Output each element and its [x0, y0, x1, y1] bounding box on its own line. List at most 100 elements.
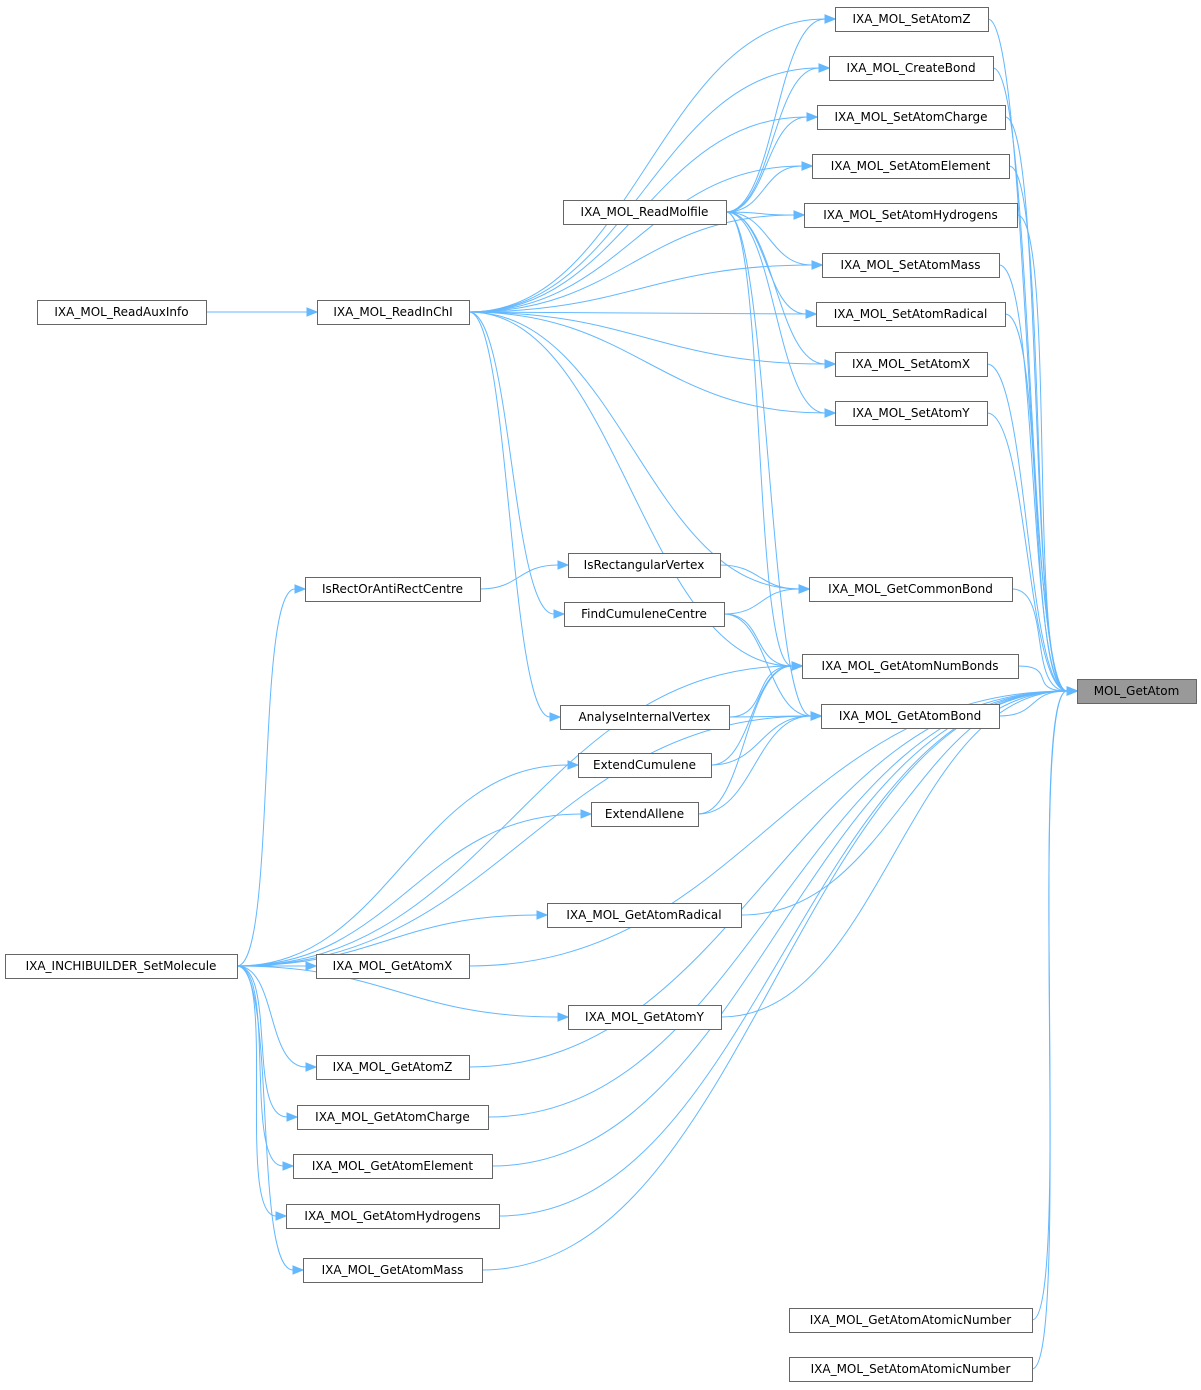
node-getatomradical[interactable]: IXA_MOL_GetAtomRadical — [547, 903, 742, 928]
node-label: IXA_MOL_GetAtomZ — [333, 1060, 453, 1074]
edge-arrowhead — [567, 760, 580, 770]
node-label: IXA_MOL_GetAtomNumBonds — [822, 659, 999, 673]
node-box — [564, 602, 725, 627]
node-isrectorantirectcentre[interactable]: IsRectOrAntiRectCentre — [305, 577, 481, 602]
node-box — [821, 704, 1000, 729]
node-label: IXA_MOL_GetAtomY — [585, 1010, 705, 1024]
edge-line — [725, 211, 826, 365]
node-label: ExtendAllene — [605, 807, 684, 821]
edge-line — [236, 965, 559, 1018]
node-box — [817, 105, 1006, 130]
edge-line — [723, 613, 812, 717]
node-setatomelement[interactable]: IXA_MOL_SetAtomElement — [812, 154, 1010, 179]
edge-readinchi-to-getcommonbond — [468, 311, 811, 594]
node-molgetatom[interactable]: MOL_GetAtom — [1077, 679, 1197, 704]
edge-line — [236, 813, 582, 967]
node-getatombond[interactable]: IXA_MOL_GetAtomBond — [821, 704, 1000, 729]
node-label: IsRectangularVertex — [584, 558, 705, 572]
node-getatomy[interactable]: IXA_MOL_GetAtomY — [568, 1005, 722, 1030]
node-extendcumulene[interactable]: ExtendCumulene — [578, 753, 712, 778]
edge-line — [710, 715, 812, 766]
node-box — [578, 753, 712, 778]
node-getatomelement[interactable]: IXA_MOL_GetAtomElement — [293, 1154, 493, 1179]
node-setatomz[interactable]: IXA_MOL_SetAtomZ — [835, 7, 989, 32]
node-label: IXA_MOL_GetAtomMass — [322, 1263, 464, 1277]
node-box — [1077, 679, 1197, 704]
edge-line — [725, 165, 803, 213]
node-getatomcharge[interactable]: IXA_MOL_GetAtomCharge — [297, 1105, 489, 1130]
edge-getatomcharge-to-molgetatom — [487, 686, 1079, 1118]
edge-readmolfile-to-setatomelement — [725, 161, 814, 213]
edge-line — [720, 690, 1068, 1018]
edge-line — [725, 67, 820, 213]
node-box — [305, 577, 481, 602]
node-analyseinternalvertex[interactable]: AnalyseInternalVertex — [560, 705, 730, 730]
node-box — [317, 300, 470, 325]
node-readmolfile[interactable]: IXA_MOL_ReadMolfile — [563, 200, 727, 225]
edge-readinchi-to-setatomelement — [468, 161, 814, 313]
edge-arrowhead — [806, 112, 819, 122]
node-label: IXA_MOL_GetCommonBond — [828, 582, 993, 596]
edge-line — [468, 311, 800, 590]
node-readauxinfo[interactable]: IXA_MOL_ReadAuxInfo — [37, 300, 207, 325]
node-setatomradical[interactable]: IXA_MOL_SetAtomRadical — [816, 302, 1006, 327]
node-setatomatomicnumber[interactable]: IXA_MOL_SetAtomAtomicNumber — [789, 1357, 1033, 1382]
node-readinchi[interactable]: IXA_MOL_ReadInChI — [317, 300, 470, 325]
edge-line — [723, 588, 800, 615]
edge-readmolfile-to-getatomnumbonds — [725, 211, 804, 671]
edge-extendallene-to-getatomnumbonds — [697, 661, 804, 815]
edge-arrowhead — [557, 560, 570, 570]
node-label: IXA_MOL_GetAtomCharge — [315, 1110, 470, 1124]
edge-line — [236, 965, 294, 1271]
node-setatomy[interactable]: IXA_MOL_SetAtomY — [835, 401, 988, 426]
node-getatomnumbonds[interactable]: IXA_MOL_GetAtomNumBonds — [802, 654, 1019, 679]
node-box — [812, 154, 1010, 179]
node-extendallene[interactable]: ExtendAllene — [591, 802, 699, 827]
node-label: IXA_MOL_CreateBond — [846, 61, 975, 75]
node-label: FindCumuleneCentre — [581, 607, 707, 621]
node-setatommass[interactable]: IXA_MOL_SetAtomMass — [822, 253, 1000, 278]
node-setmolecule[interactable]: IXA_INCHIBUILDER_SetMolecule — [5, 954, 238, 979]
edge-setmolecule-to-extendallene — [236, 809, 593, 967]
edge-line — [1016, 214, 1068, 692]
node-box — [547, 903, 742, 928]
edge-line — [725, 211, 793, 667]
edge-line — [468, 67, 820, 313]
node-setatomhydrogens[interactable]: IXA_MOL_SetAtomHydrogens — [804, 203, 1018, 228]
edge-line — [468, 311, 793, 667]
node-findcumulenecentre[interactable]: FindCumuleneCentre — [564, 602, 725, 627]
node-box — [591, 802, 699, 827]
node-getcommonbond[interactable]: IXA_MOL_GetCommonBond — [809, 577, 1013, 602]
edge-line — [725, 116, 808, 213]
node-createbond[interactable]: IXA_MOL_CreateBond — [829, 56, 994, 81]
edge-setmolecule-to-extendcumulene — [236, 760, 580, 967]
node-setatomx[interactable]: IXA_MOL_SetAtomX — [835, 352, 988, 377]
edge-line — [468, 311, 555, 615]
edge-line — [725, 211, 812, 717]
node-label: IXA_MOL_GetAtomX — [333, 959, 453, 973]
edge-line — [697, 715, 812, 815]
node-box — [816, 302, 1006, 327]
edge-line — [236, 665, 793, 967]
edge-line — [481, 690, 1068, 1271]
node-getatomatomicnumber[interactable]: IXA_MOL_GetAtomAtomicNumber — [789, 1308, 1033, 1333]
edge-line — [236, 965, 307, 1068]
edge-arrowhead — [824, 359, 837, 369]
node-box — [802, 654, 1019, 679]
edge-line — [1004, 313, 1068, 692]
edge-isrectorantirectcentre-to-isrectangularvertex — [479, 560, 570, 590]
node-getatommass[interactable]: IXA_MOL_GetAtomMass — [303, 1258, 483, 1283]
node-isrectangularvertex[interactable]: IsRectangularVertex — [568, 553, 721, 578]
edge-line — [1011, 588, 1068, 692]
edge-readinchi-to-setatomx — [468, 311, 837, 369]
node-getatomx[interactable]: IXA_MOL_GetAtomX — [316, 954, 470, 979]
edge-readmolfile-to-setatomx — [725, 211, 837, 369]
node-label: IXA_MOL_GetAtomBond — [839, 709, 981, 723]
edge-getatomatomicnumber-to-molgetatom — [1031, 686, 1079, 1321]
node-getatomhydrogens[interactable]: IXA_MOL_GetAtomHydrogens — [286, 1204, 500, 1229]
node-getatomz[interactable]: IXA_MOL_GetAtomZ — [316, 1055, 470, 1080]
node-setatomcharge[interactable]: IXA_MOL_SetAtomCharge — [817, 105, 1006, 130]
node-label: ExtendCumulene — [593, 758, 696, 772]
edge-arrowhead — [549, 712, 562, 722]
edge-readinchi-to-analyseinternalvertex — [468, 311, 562, 722]
